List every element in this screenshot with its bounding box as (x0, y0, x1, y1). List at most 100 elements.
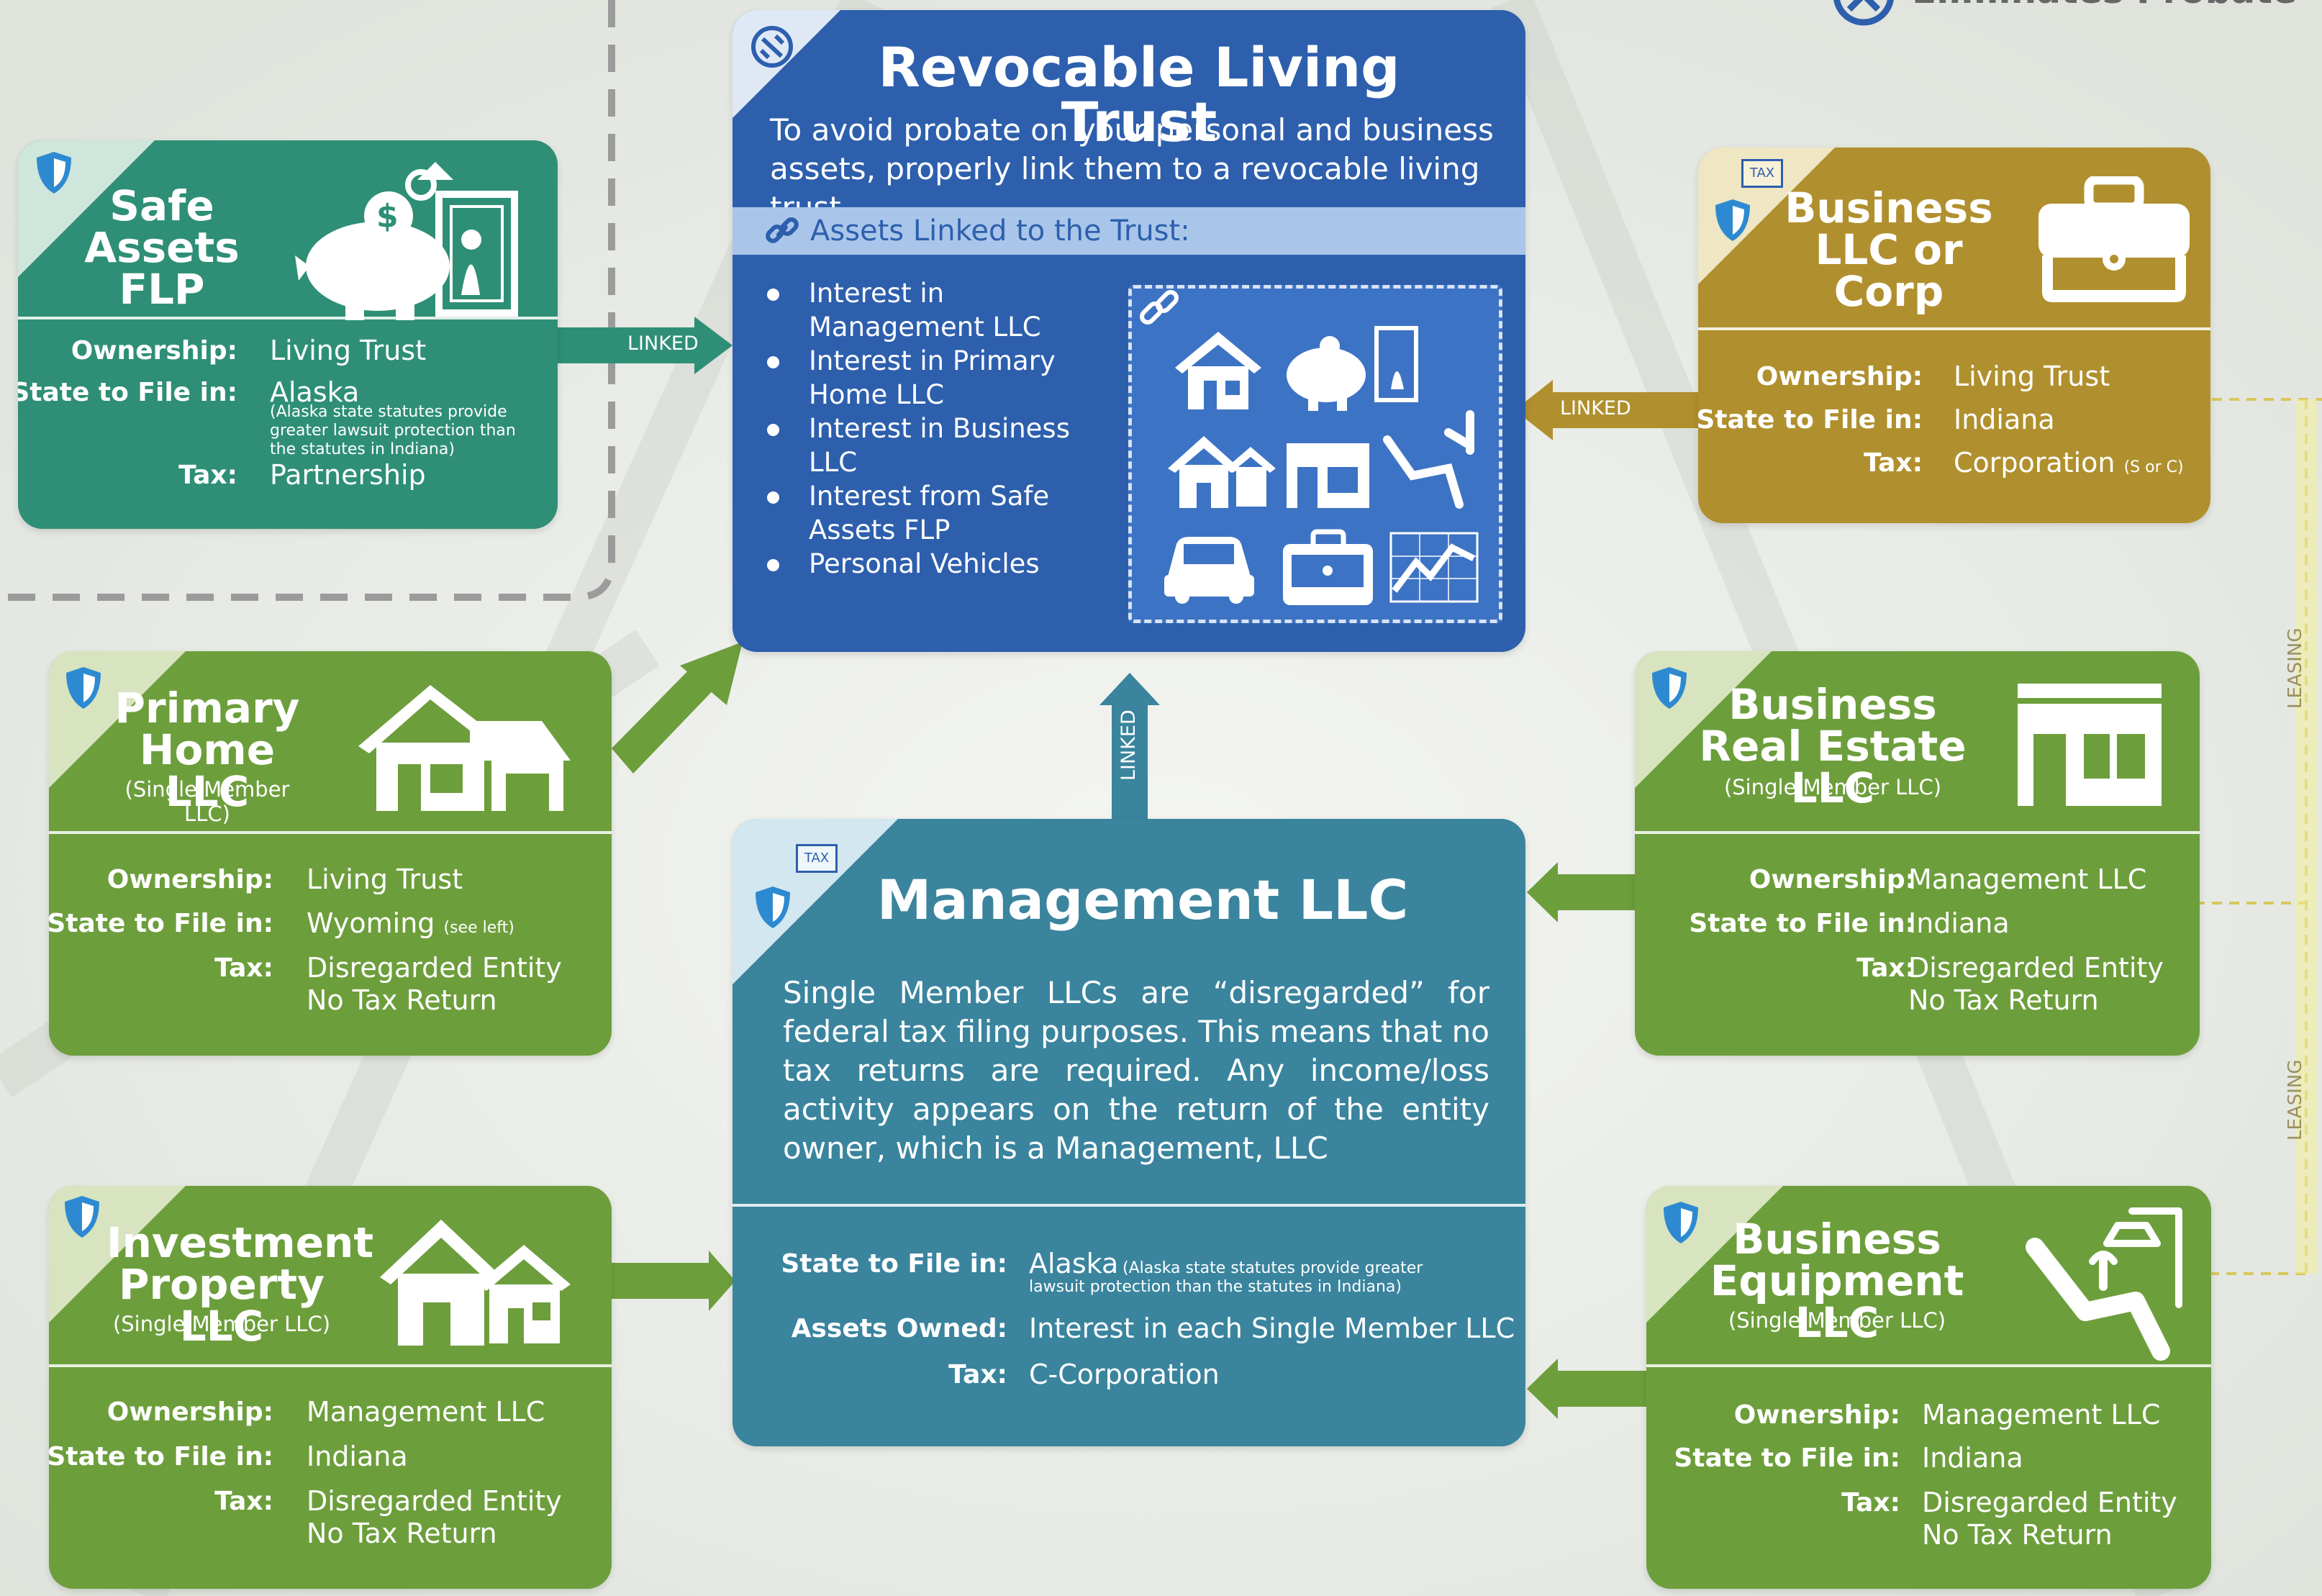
tax-label: Tax: (1841, 1488, 1900, 1518)
arrow-business-to-trust (1515, 380, 1702, 440)
state-value: Indiana (1922, 1442, 2023, 1474)
tax-badge-icon: TAX (796, 844, 838, 873)
home-icon (1175, 332, 1261, 409)
ownership-value: Living Trust (270, 335, 427, 366)
state-label: State to File in: (781, 1249, 1007, 1279)
assets-header: Assets Linked to the Trust: (810, 214, 1190, 248)
dental-chair-icon (1383, 410, 1474, 509)
assets-owned-label: Assets Owned: (791, 1314, 1007, 1343)
ownership-value: Management LLC (307, 1396, 545, 1428)
leasing-label-top: LEASING (2285, 627, 2306, 709)
tax-label: Tax: (948, 1360, 1007, 1389)
legend-label: Eliminates Probate (1912, 0, 2297, 12)
card-divider (1698, 327, 2210, 330)
state-value: Indiana (1908, 907, 2010, 939)
arrow-realestate-to-mgmt (1527, 862, 1637, 922)
dental-chair-icon (2026, 1207, 2182, 1361)
ownership-label: Ownership: (106, 865, 273, 894)
state-label: State to File in: (1698, 405, 1923, 435)
leasing-label-bottom: LEASING (2285, 1059, 2306, 1141)
state-label: State to File in: (49, 1442, 273, 1472)
tax-value-2: No Tax Return (1922, 1519, 2113, 1551)
trust-description: To avoid probate on your personal and bu… (770, 112, 1494, 225)
management-llc-card: TAX Management LLC Single Member LLCs ar… (733, 819, 1525, 1446)
ownership-value: Management LLC (1908, 863, 2147, 895)
probate-badge-icon (751, 26, 793, 68)
tax-value: Disregarded Entity (1922, 1487, 2177, 1518)
asset-item: Interest from Safe Assets FLP (767, 479, 1125, 547)
ownership-value: Living Trust (1954, 361, 2110, 392)
arrow-safe-to-trust (558, 317, 733, 374)
state-value: Indiana (307, 1441, 408, 1472)
tax-value: Disregarded Entity (307, 1485, 562, 1517)
tax-label: Tax: (214, 953, 273, 983)
ownership-value: Management LLC (1922, 1399, 2161, 1430)
briefcase-icon (2038, 176, 2190, 302)
card-subtitle: (Single Member LLC) (112, 1312, 331, 1336)
storefront-icon (2018, 684, 2162, 806)
state-value: Indiana (1954, 404, 2055, 435)
ownership-label: Ownership: (1733, 1400, 1900, 1430)
home-icon (358, 685, 571, 811)
tax-label: Tax: (1864, 448, 1923, 478)
asset-item: Interest in Business LLC (767, 412, 1125, 479)
card-subtitle: (Single Member LLC) (124, 777, 290, 826)
link-icon (1140, 290, 1179, 325)
arrow-investment-to-mgmt (612, 1251, 735, 1311)
tax-badge-icon: TAX (1741, 159, 1783, 188)
state-note: (Alaska state statutes provide greater l… (1029, 1259, 1423, 1296)
shield-icon (37, 152, 71, 194)
state-label: State to File in: (1689, 909, 1915, 938)
assets-list: Interest in Management LLC Interest in P… (767, 276, 1125, 581)
houses-icon (1168, 436, 1276, 508)
state-label: State to File in: (1674, 1443, 1900, 1473)
houses-icon (380, 1220, 571, 1346)
linked-label-business: LINKED (1560, 397, 1631, 420)
tax-value-2: No Tax Return (1908, 984, 2099, 1016)
card-divider (49, 831, 612, 834)
assets-icons (1140, 290, 1479, 605)
management-title: Management LLC (876, 868, 1409, 932)
assets-icon-grid (1128, 285, 1502, 623)
card-divider (733, 1204, 1525, 1207)
shield-icon (1652, 667, 1687, 709)
piggy-bank-icon (1287, 326, 1418, 411)
storefront-icon (1287, 443, 1369, 508)
shield-icon (1715, 199, 1750, 241)
shield-icon (65, 1196, 99, 1238)
management-description: Single Member LLCs are “disregarded” for… (783, 975, 1489, 1166)
linked-label-mgmt: LINKED (1117, 709, 1140, 781)
svg-text:$: $ (376, 198, 399, 235)
card-subtitle: (Single Member LLC) (1728, 1308, 1946, 1333)
assets-owned-value: Interest in each Single Member LLC (1029, 1312, 1515, 1344)
state-label: State to File in: (49, 909, 273, 938)
revocable-living-trust-card: Revocable Living Trust To avoid probate … (733, 10, 1525, 652)
asset-item: Personal Vehicles (767, 547, 1125, 581)
ownership-label: Ownership: (1749, 865, 1915, 894)
ownership-label: Ownership: (71, 336, 237, 366)
tax-value: Disregarded Entity (307, 952, 562, 984)
card-divider (1635, 831, 2200, 834)
arrow-home-to-trust (612, 642, 743, 774)
shield-icon (1664, 1202, 1698, 1243)
tax-value: Disregarded Entity (1908, 952, 2164, 984)
tax-value: Corporation (S or C) (1954, 447, 2184, 479)
tax-label: Tax: (1856, 953, 1915, 983)
state-note: (Alaska state statutes provide greater l… (270, 403, 516, 458)
arrow-mgmt-to-trust (1099, 673, 1160, 820)
tax-label: Tax: (178, 461, 237, 490)
card-divider (1646, 1364, 2211, 1367)
tax-value: Partnership (270, 459, 426, 491)
arrow-equipment-to-mgmt (1527, 1359, 1648, 1419)
linked-label-safe: LINKED (627, 332, 699, 355)
tax-value-2: No Tax Return (307, 1518, 497, 1549)
